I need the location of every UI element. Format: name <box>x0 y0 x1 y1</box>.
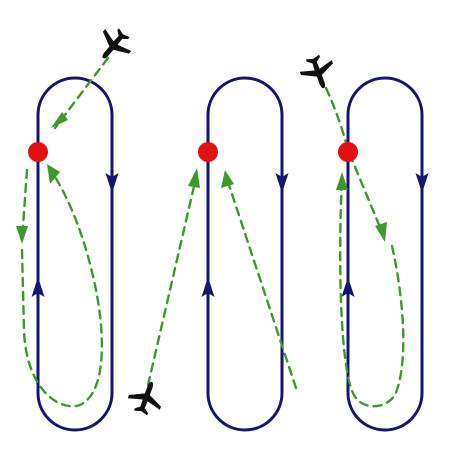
entry-arrowhead-icon <box>221 170 234 188</box>
racetrack-1 <box>36 76 114 432</box>
entry-arrowhead-icon <box>375 222 387 242</box>
entry-arrowhead-icon <box>16 226 28 244</box>
airplane-icon <box>296 51 340 94</box>
racetrack-3 <box>346 76 424 432</box>
entry-arrowhead-icon <box>51 112 68 128</box>
entry-path-2-return <box>226 180 298 390</box>
entry-path-3-return <box>338 176 405 408</box>
holding-pattern-3 <box>296 51 429 432</box>
entry-path-1-return <box>20 170 104 408</box>
racetrack-2 <box>206 76 284 432</box>
holding-fix-red-dot <box>28 142 48 162</box>
entry-arrowhead-icon <box>47 164 60 184</box>
entry-path-2-inbound <box>146 180 197 387</box>
entry-arrowhead-icon <box>188 168 200 188</box>
airplane-icon <box>90 21 138 69</box>
holding-fix-red-dot <box>338 142 358 162</box>
entry-arrowhead-icon <box>336 172 348 190</box>
holding-pattern-2 <box>124 76 298 432</box>
holding-fix-red-dot <box>198 142 218 162</box>
airplane-icon <box>124 376 168 419</box>
holding-pattern-1 <box>16 21 138 432</box>
entry-path-3-inbound <box>324 86 384 234</box>
